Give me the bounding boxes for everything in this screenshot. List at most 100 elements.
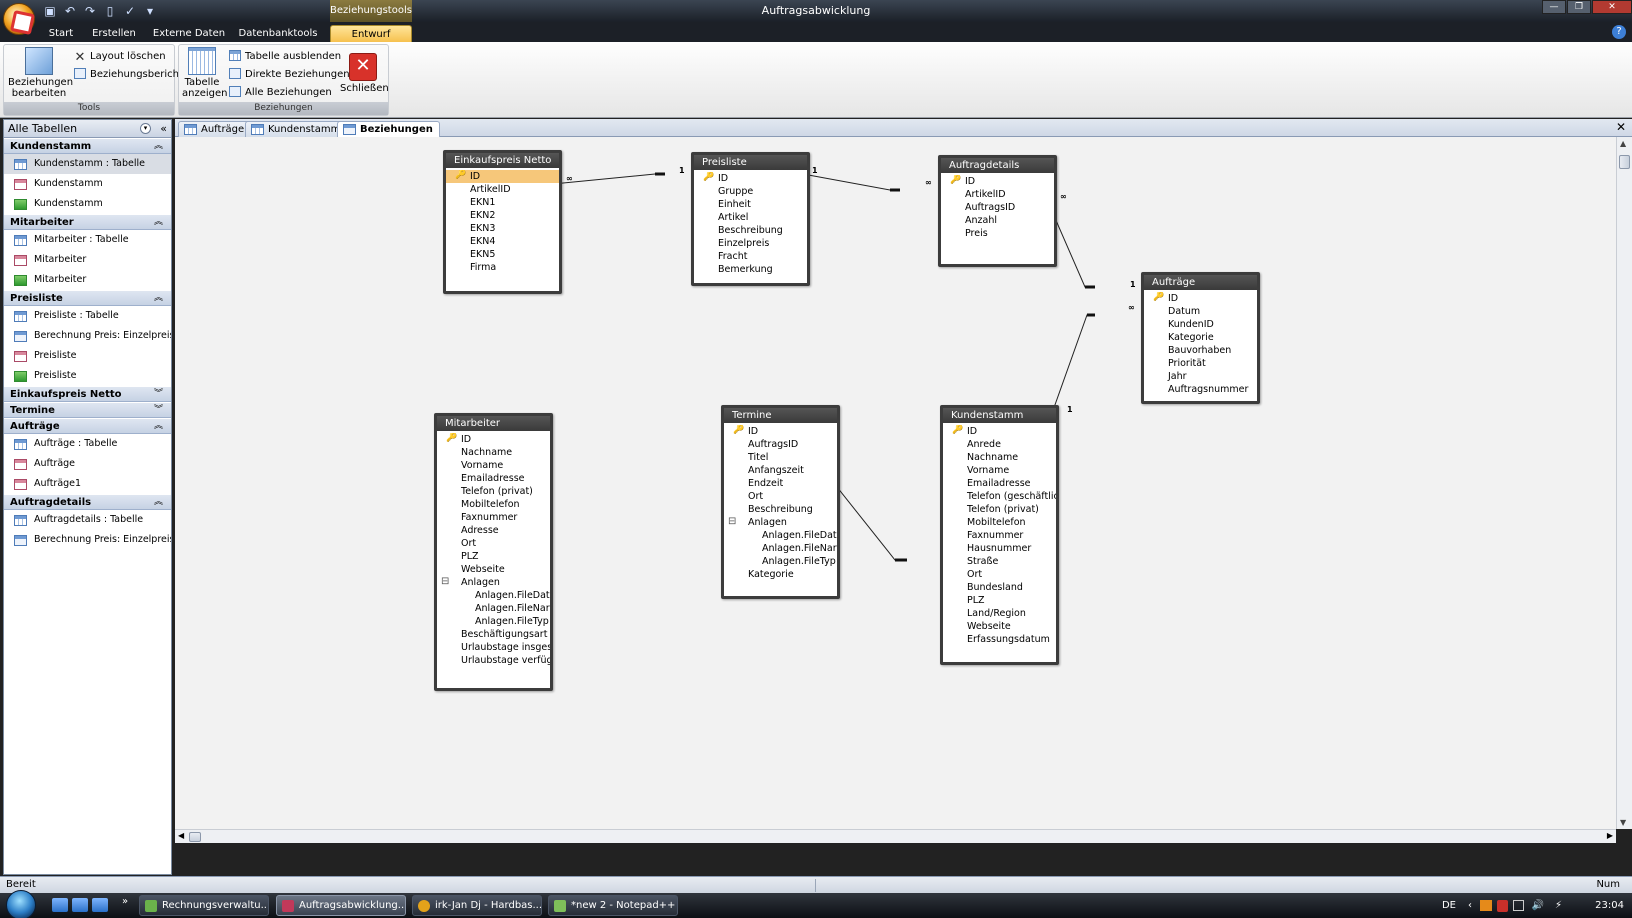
restore-button[interactable]: ❐ bbox=[1567, 0, 1591, 14]
clock[interactable]: 23:04 bbox=[1595, 900, 1624, 911]
horizontal-scroll-thumb[interactable] bbox=[189, 832, 201, 842]
table-field[interactable]: Mobiltelefon bbox=[461, 499, 520, 510]
nav-group-header[interactable]: Kundenstamm︽ bbox=[4, 138, 171, 154]
nav-item[interactable]: Kundenstamm bbox=[4, 194, 171, 214]
taskbar-music-player[interactable]: irk-Jan Dj - Hardbas... bbox=[412, 895, 542, 916]
scroll-up-icon[interactable]: ▲ bbox=[1620, 139, 1627, 148]
table-title[interactable]: Mitarbeiter bbox=[437, 416, 550, 431]
edit-relationships-button[interactable]: Beziehungen bearbeiten bbox=[8, 47, 73, 99]
table-auftragdetails[interactable]: Auftragdetails IDArtikelIDAuftragsIDAnza… bbox=[938, 155, 1057, 267]
table-field[interactable]: Anlagen bbox=[724, 516, 837, 529]
table-field[interactable]: Beschreibung bbox=[718, 225, 783, 236]
table-field[interactable]: Telefon (geschäftlic bbox=[967, 491, 1056, 502]
table-field[interactable]: ArtikelID bbox=[470, 184, 511, 195]
qat-dropdown-icon[interactable]: ▾ bbox=[146, 4, 154, 18]
nav-item[interactable]: Berechnung Preis: Einzelpreis... bbox=[4, 530, 171, 550]
table-field[interactable]: ArtikelID bbox=[965, 189, 1006, 200]
expand-icon[interactable]: ︾ bbox=[153, 405, 163, 415]
table-title[interactable]: Termine bbox=[724, 408, 837, 423]
tab-externe-daten[interactable]: Externe Daten bbox=[152, 28, 226, 39]
switch-windows-icon[interactable] bbox=[92, 898, 108, 912]
scroll-right-icon[interactable]: ▶ bbox=[1606, 831, 1613, 840]
collapse-icon[interactable]: ︽ bbox=[153, 497, 163, 507]
direct-relationships-button[interactable]: Direkte Beziehungen bbox=[229, 67, 350, 83]
table-termine[interactable]: Termine IDAuftragsIDTitelAnfangszeitEndz… bbox=[721, 405, 840, 599]
tab-datenbanktools[interactable]: Datenbanktools bbox=[238, 28, 318, 39]
table-field[interactable]: Anzahl bbox=[965, 215, 997, 226]
office-button[interactable] bbox=[3, 3, 35, 35]
table-field[interactable]: Ort bbox=[748, 491, 764, 502]
taskbar-auftragsabwicklung[interactable]: Auftragsabwicklung... bbox=[276, 895, 406, 916]
nav-item[interactable]: Preisliste : Tabelle bbox=[4, 306, 171, 326]
table-field[interactable]: EKN5 bbox=[470, 249, 496, 260]
tray-expand-icon[interactable]: ‹ bbox=[1468, 900, 1472, 911]
table-field[interactable]: Ort bbox=[967, 569, 983, 580]
language-indicator[interactable]: DE bbox=[1441, 900, 1456, 911]
collapse-icon[interactable]: ︽ bbox=[153, 421, 163, 431]
nav-header[interactable]: Alle Tabellen ▾ « bbox=[4, 120, 171, 138]
close-button[interactable]: ✕ bbox=[1592, 0, 1632, 14]
table-mitarbeiter[interactable]: Mitarbeiter IDNachnameVornameEmailadress… bbox=[434, 413, 553, 691]
scroll-down-icon[interactable]: ▼ bbox=[1620, 818, 1627, 827]
taskbar-notepadpp[interactable]: *new 2 - Notepad++ bbox=[548, 895, 678, 916]
doc-tab-auftraege[interactable]: Aufträge bbox=[178, 121, 252, 137]
table-field[interactable]: Artikel bbox=[718, 212, 749, 223]
table-field[interactable]: ID bbox=[943, 425, 1056, 438]
table-field[interactable]: EKN1 bbox=[470, 197, 496, 208]
table-field[interactable]: KundenID bbox=[1168, 319, 1214, 330]
table-field[interactable]: Ort bbox=[461, 538, 477, 549]
relationships-canvas[interactable]: Einkaufspreis Netto IDArtikelIDEKN1EKN2E… bbox=[175, 137, 1616, 829]
nav-item[interactable]: Aufträge : Tabelle bbox=[4, 434, 171, 454]
tab-start[interactable]: Start bbox=[48, 28, 74, 39]
table-title[interactable]: Kundenstamm bbox=[943, 408, 1056, 423]
table-field[interactable]: AuftragsID bbox=[748, 439, 799, 450]
table-field[interactable]: Webseite bbox=[967, 621, 1011, 632]
table-field[interactable]: Erfassungsdatum bbox=[967, 634, 1050, 645]
table-field[interactable]: EKN3 bbox=[470, 223, 496, 234]
table-field[interactable]: Nachname bbox=[461, 447, 513, 458]
nav-item[interactable]: Preisliste bbox=[4, 346, 171, 366]
nav-item[interactable]: Aufträge1 bbox=[4, 474, 171, 494]
table-kundenstamm[interactable]: Kundenstamm IDAnredeNachnameVornameEmail… bbox=[940, 405, 1059, 665]
table-title[interactable]: Auftragdetails bbox=[941, 158, 1054, 173]
table-preisliste[interactable]: Preisliste IDGruppeEinheitArtikelBeschre… bbox=[691, 152, 810, 286]
volume-icon[interactable]: 🔊 bbox=[1531, 900, 1544, 911]
table-field[interactable]: Bauvorhaben bbox=[1168, 345, 1232, 356]
table-field[interactable]: Faxnummer bbox=[461, 512, 518, 523]
table-field[interactable]: Telefon (privat) bbox=[967, 504, 1039, 515]
table-field[interactable]: AuftragsID bbox=[965, 202, 1016, 213]
table-field[interactable]: ID bbox=[1144, 292, 1257, 305]
table-field[interactable]: Vorname bbox=[967, 465, 1010, 476]
nav-group-header[interactable]: Termine︾ bbox=[4, 402, 171, 418]
undo-icon[interactable]: ↶ bbox=[64, 4, 76, 18]
table-field[interactable]: Bemerkung bbox=[718, 264, 773, 275]
table-field[interactable]: Beschreibung bbox=[748, 504, 813, 515]
table-field[interactable]: Emailadresse bbox=[967, 478, 1031, 489]
table-field[interactable]: Land/Region bbox=[967, 608, 1026, 619]
tab-erstellen[interactable]: Erstellen bbox=[92, 28, 136, 39]
horizontal-scrollbar[interactable]: ◀ ▶ bbox=[175, 829, 1616, 843]
table-field[interactable]: Priorität bbox=[1168, 358, 1206, 369]
table-field[interactable]: ID bbox=[694, 172, 807, 185]
nav-group-header[interactable]: Auftragdetails︽ bbox=[4, 494, 171, 510]
vertical-scroll-thumb[interactable] bbox=[1619, 155, 1630, 169]
table-field[interactable]: Anrede bbox=[967, 439, 1001, 450]
chevron-down-icon[interactable]: ▾ bbox=[140, 123, 151, 134]
table-field[interactable]: Auftragsnummer bbox=[1168, 384, 1249, 395]
table-field[interactable]: Emailadresse bbox=[461, 473, 525, 484]
table-field[interactable]: Fracht bbox=[718, 251, 748, 262]
show-desktop-icon[interactable] bbox=[52, 898, 68, 912]
taskbar-rechnungsverwaltung[interactable]: Rechnungsverwaltu... bbox=[139, 895, 269, 916]
vertical-scrollbar[interactable]: ▲ ▼ bbox=[1616, 137, 1632, 829]
all-relationships-button[interactable]: Alle Beziehungen bbox=[229, 85, 332, 101]
start-button[interactable] bbox=[6, 890, 36, 918]
table-field[interactable]: Anlagen.FileDat bbox=[475, 590, 550, 601]
collapse-icon[interactable]: ︽ bbox=[153, 293, 163, 303]
relationship-report-button[interactable]: Beziehungsbericht bbox=[74, 67, 183, 83]
internet-explorer-icon[interactable] bbox=[72, 898, 88, 912]
table-field[interactable]: Gruppe bbox=[718, 186, 754, 197]
help-icon[interactable]: ? bbox=[1612, 25, 1626, 39]
doc-tab-kundenstamm[interactable]: Kundenstamm bbox=[245, 121, 348, 137]
minimize-button[interactable]: — bbox=[1542, 0, 1566, 14]
nav-item[interactable]: Mitarbeiter : Tabelle bbox=[4, 230, 171, 250]
